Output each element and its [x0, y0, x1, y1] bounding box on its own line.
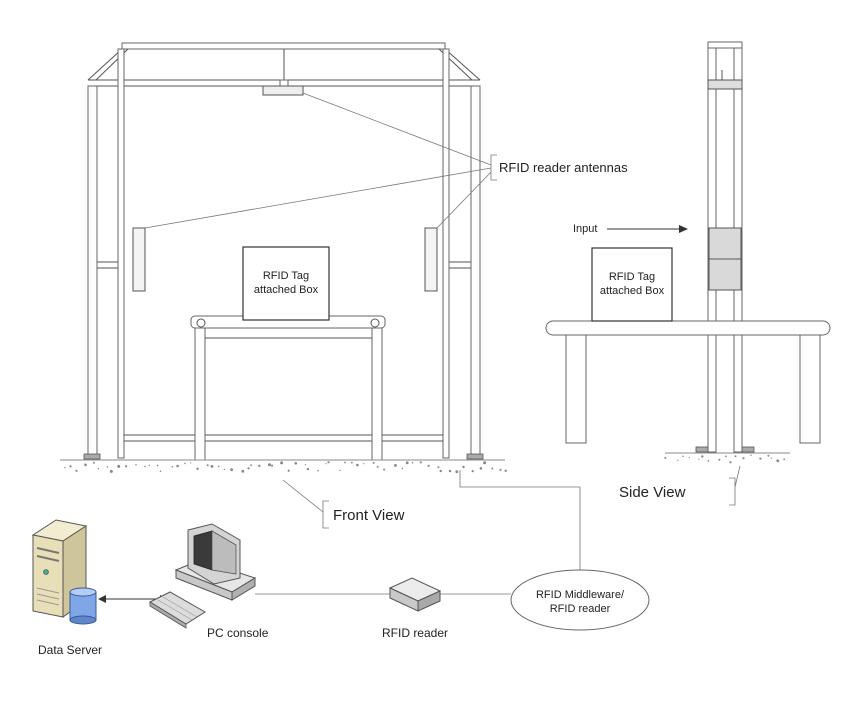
rfid-reader-label: RFID reader — [382, 626, 448, 640]
side-view-callout: Side View — [619, 465, 741, 506]
front-tag-box-label-line1: RFID Tag — [263, 270, 309, 282]
middleware-label-line2: RFID reader — [550, 603, 611, 615]
data-server-label: Data Server — [38, 643, 102, 657]
ground-line — [60, 452, 790, 461]
ground-gravel — [64, 454, 786, 474]
front-tag-box-label-line2: attached Box — [254, 284, 319, 296]
antennas-callout: RFID reader antennas — [144, 92, 628, 229]
connection-lines — [98, 470, 581, 603]
database-cylinder-icon — [69, 587, 97, 625]
front-view-callout: Front View — [282, 479, 405, 529]
middleware-label-line1: RFID Middleware/ — [536, 589, 625, 601]
front-view-conveyor — [190, 315, 386, 461]
rfid-reader-device-icon — [388, 577, 442, 612]
input-label: Input — [573, 223, 597, 235]
side-view-label: Side View — [619, 484, 686, 501]
antennas-label: RFID reader antennas — [499, 160, 628, 175]
front-view-portal-frame — [83, 42, 484, 460]
side-tag-box-label-line1: RFID Tag — [609, 271, 655, 283]
front-view-tag-box: RFID Tag attached Box — [242, 246, 330, 321]
side-tag-box-label-line2: attached Box — [600, 285, 665, 297]
side-view-conveyor — [545, 320, 831, 444]
front-view-label: Front View — [333, 507, 405, 524]
middleware-callout: RFID Middleware/ RFID reader — [510, 569, 650, 631]
desktop-computer-icon — [148, 523, 257, 629]
pc-console-label: PC console — [207, 626, 269, 640]
input-arrow: Input — [573, 223, 688, 235]
side-view-tag-box: RFID Tag attached Box — [591, 247, 673, 322]
side-view-frame — [695, 41, 755, 453]
